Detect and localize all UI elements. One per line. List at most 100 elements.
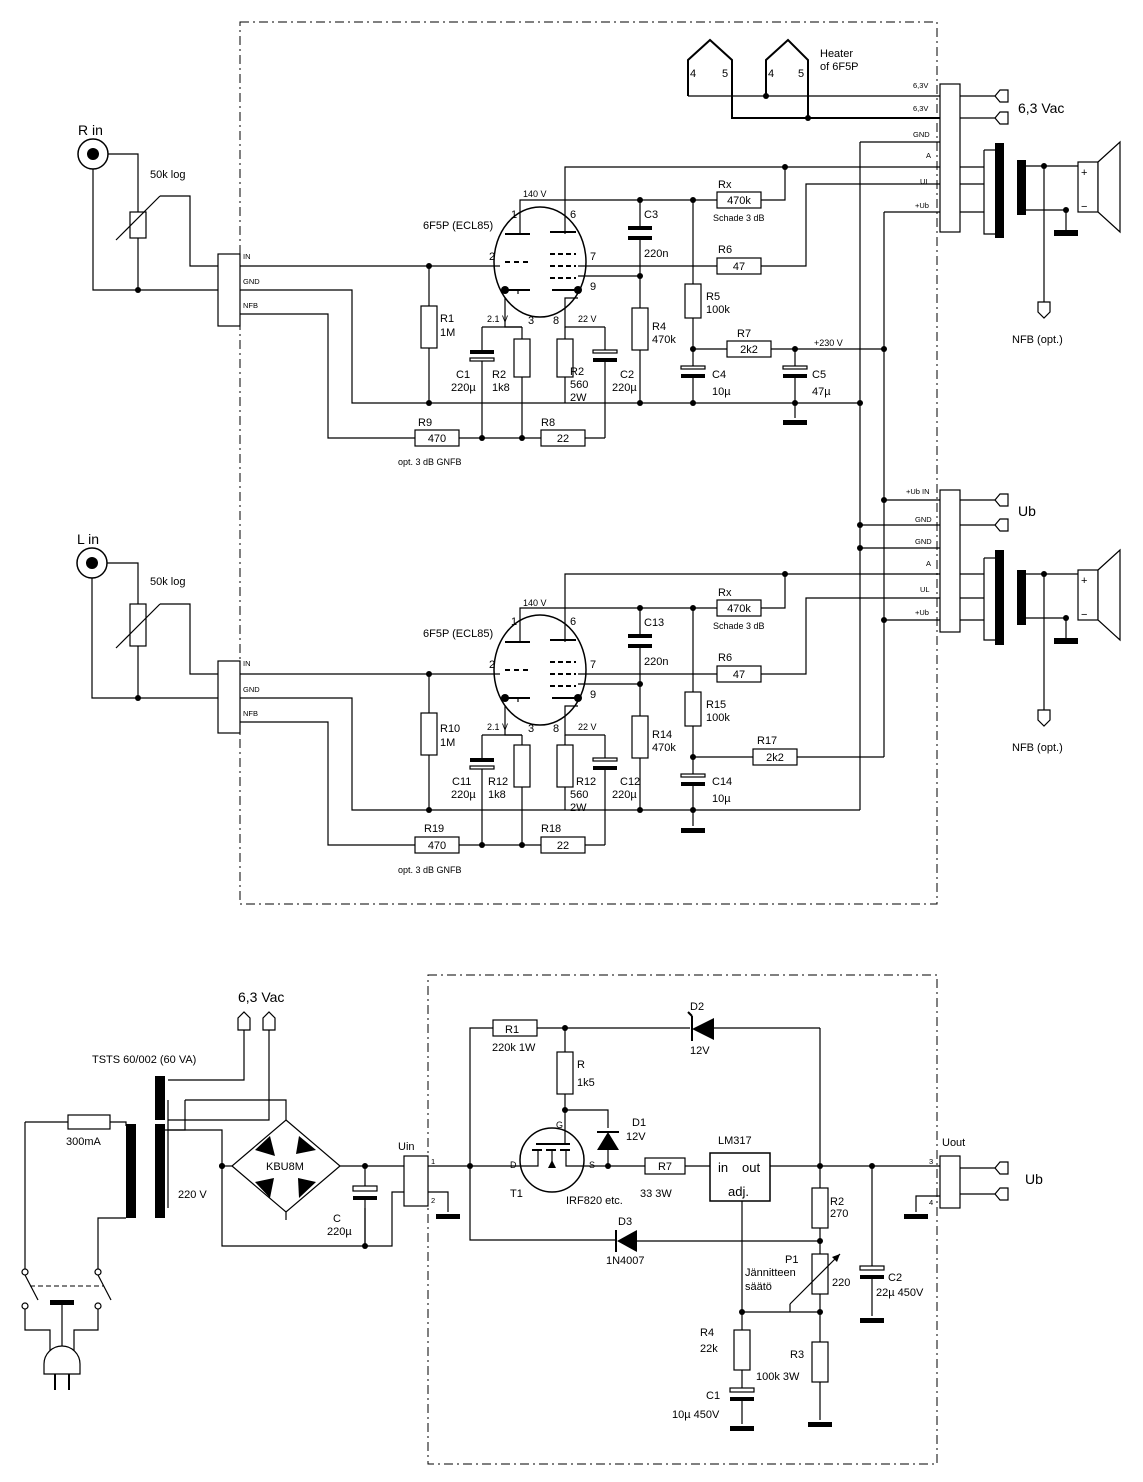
svg-text:D: D (510, 1160, 517, 1170)
svg-text:R7: R7 (737, 328, 751, 340)
svg-text:8: 8 (553, 315, 559, 327)
svg-text:12V: 12V (690, 1045, 710, 1057)
svg-text:1k5: 1k5 (577, 1077, 595, 1089)
svg-text:opt. 3 dB GNFB: opt. 3 dB GNFB (398, 865, 462, 875)
svg-text:220µ: 220µ (612, 789, 637, 801)
svg-text:R5: R5 (706, 291, 720, 303)
svg-text:5: 5 (722, 68, 728, 80)
svg-text:220k 1W: 220k 1W (492, 1042, 536, 1054)
svg-text:2W: 2W (570, 802, 587, 814)
svg-text:100k: 100k (706, 304, 730, 316)
svg-text:C5: C5 (812, 369, 826, 381)
svg-text:470k: 470k (727, 603, 751, 615)
svg-text:1: 1 (431, 1157, 435, 1166)
svg-text:C3: C3 (644, 209, 658, 221)
svg-text:säätö: säätö (745, 1281, 772, 1293)
svg-text:Rx: Rx (718, 179, 732, 191)
svg-text:470k: 470k (727, 195, 751, 207)
svg-text:GND: GND (243, 277, 260, 286)
svg-text:2: 2 (489, 251, 495, 263)
svg-text:NFB (opt.): NFB (opt.) (1012, 334, 1063, 346)
svg-text:−: − (1081, 609, 1087, 621)
svg-text:Schade 3 dB: Schade 3 dB (713, 621, 765, 631)
svg-text:1M: 1M (440, 327, 455, 339)
svg-text:4: 4 (690, 68, 696, 80)
svg-text:GND: GND (915, 537, 932, 546)
svg-text:2.1 V: 2.1 V (487, 314, 508, 324)
svg-text:220µ: 220µ (612, 382, 637, 394)
svg-text:470k: 470k (652, 742, 676, 754)
svg-text:6,3V: 6,3V (913, 104, 928, 113)
svg-text:R: R (577, 1059, 585, 1071)
svg-text:9: 9 (590, 281, 596, 293)
svg-text:C: C (333, 1213, 341, 1225)
svg-text:3: 3 (528, 723, 534, 735)
svg-text:7: 7 (590, 251, 596, 263)
l-output-connector: +Ub IN GND GND A UL +Ub Ub NFB (opt.) + … (857, 400, 1121, 754)
svg-text:+Ub IN: +Ub IN (906, 487, 930, 496)
svg-text:Ub: Ub (1025, 1171, 1043, 1187)
svg-text:560: 560 (570, 379, 588, 391)
svg-text:6,3 Vac: 6,3 Vac (1018, 100, 1064, 116)
svg-text:Jännitteen: Jännitteen (745, 1267, 796, 1279)
svg-text:10µ 450V: 10µ 450V (672, 1409, 720, 1421)
svg-text:270: 270 (830, 1208, 848, 1220)
svg-text:+230 V: +230 V (814, 338, 843, 348)
l-channel: L in 50k log IN GND NFB 6F5P (ECL85) 140… (76, 531, 940, 875)
svg-text:3: 3 (528, 315, 534, 327)
svg-text:33 3W: 33 3W (640, 1188, 672, 1200)
svg-text:9: 9 (590, 689, 596, 701)
svg-text:R12: R12 (576, 776, 596, 788)
svg-text:1k8: 1k8 (488, 789, 506, 801)
svg-text:47: 47 (733, 669, 745, 681)
svg-text:IN: IN (243, 252, 251, 261)
svg-text:R1: R1 (505, 1024, 519, 1036)
amp-frame (239, 21, 938, 905)
svg-text:R1: R1 (440, 313, 454, 325)
svg-text:in: in (718, 1160, 728, 1175)
svg-text:R6: R6 (718, 244, 732, 256)
svg-text:TSTS 60/002 (60 VA): TSTS 60/002 (60 VA) (92, 1054, 196, 1066)
svg-text:R14: R14 (652, 729, 672, 741)
svg-text:R19: R19 (424, 823, 444, 835)
r-output-connector: 6,3V 6,3V GND A UL +Ub 6,3 Vac NFB (opt.… (859, 81, 1121, 810)
svg-text:C1: C1 (706, 1390, 720, 1402)
svg-text:300mA: 300mA (66, 1136, 102, 1148)
svg-text:of 6F5P: of 6F5P (820, 61, 859, 73)
svg-text:NFB: NFB (243, 709, 258, 718)
svg-text:2k2: 2k2 (766, 752, 784, 764)
svg-text:7: 7 (590, 659, 596, 671)
svg-text:−: − (1081, 201, 1087, 213)
svg-text:220µ: 220µ (451, 789, 476, 801)
svg-text:2: 2 (489, 659, 495, 671)
svg-text:C2: C2 (620, 369, 634, 381)
svg-text:2W: 2W (570, 392, 587, 404)
svg-text:6,3 Vac: 6,3 Vac (238, 989, 284, 1005)
svg-text:R15: R15 (706, 699, 726, 711)
svg-text:470k: 470k (652, 334, 676, 346)
svg-text:140 V: 140 V (523, 598, 547, 608)
r-in-label: R in (78, 122, 103, 138)
svg-text:KBU8M: KBU8M (266, 1161, 304, 1173)
svg-text:470: 470 (428, 840, 446, 852)
svg-text:LM317: LM317 (718, 1135, 752, 1147)
svg-text:D2: D2 (690, 1001, 704, 1013)
svg-text:10µ: 10µ (712, 793, 731, 805)
svg-text:6F5P (ECL85): 6F5P (ECL85) (423, 220, 493, 232)
svg-text:Ub: Ub (1018, 503, 1036, 519)
svg-text:R4: R4 (652, 321, 666, 333)
svg-text:10µ: 10µ (712, 386, 731, 398)
svg-text:6,3V: 6,3V (913, 81, 928, 90)
svg-text:1: 1 (511, 616, 517, 628)
svg-text:A: A (926, 559, 931, 568)
svg-text:100k 3W: 100k 3W (756, 1371, 800, 1383)
svg-text:L in: L in (77, 531, 99, 547)
svg-text:R8: R8 (541, 417, 555, 429)
svg-text:50k log: 50k log (150, 576, 185, 588)
svg-text:C2: C2 (888, 1272, 902, 1284)
svg-text:8: 8 (553, 723, 559, 735)
svg-text:22: 22 (557, 433, 569, 445)
svg-text:R6: R6 (718, 652, 732, 664)
svg-text:R2: R2 (492, 369, 506, 381)
svg-text:220: 220 (832, 1277, 850, 1289)
